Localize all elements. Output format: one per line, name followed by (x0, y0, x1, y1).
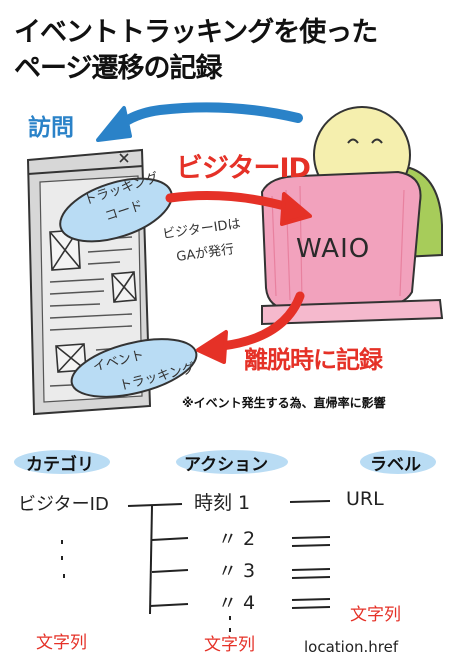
type-note-label: 文字列 (350, 605, 401, 625)
record-arrowhead (196, 330, 228, 364)
visitor-id-label: ビジターID (176, 153, 311, 184)
action-row-1: 時刻 1 (194, 492, 251, 514)
header-highlight-label (360, 450, 436, 474)
label-source: location.href (304, 638, 399, 656)
visit-label: 訪問 (28, 115, 74, 141)
tracking-code-bubble (59, 177, 173, 243)
waio-label: WAIO (296, 234, 371, 264)
image-placeholder-right (111, 271, 137, 303)
header-action: アクション (184, 455, 269, 475)
person-eye-left (347, 138, 359, 144)
header-highlight-action (176, 450, 288, 474)
visitor-id-arrow (165, 191, 297, 213)
category-value: ビジターID (18, 494, 109, 515)
event-tracking-bubble (70, 338, 198, 398)
close-icon (119, 153, 129, 163)
label-value: URL (346, 488, 384, 510)
laptop-base (261, 298, 444, 326)
record-arrow (217, 291, 305, 351)
table-connectors (61, 500, 331, 632)
visit-arrow (110, 102, 303, 135)
type-note-category: 文字列 (36, 633, 87, 653)
action-row-4: 〃 4 (218, 592, 256, 614)
visitor-id-arrowhead (280, 192, 312, 226)
page-title-line-1: イベントトラッキングを使った (14, 17, 378, 48)
header-highlight-category (14, 450, 110, 474)
person-eye-right (371, 138, 383, 144)
action-row-3: 〃 3 (218, 560, 256, 582)
record-on-exit-label: 離脱時に記録 (244, 346, 383, 374)
page-title-line-2: ページ遷移の記録 (14, 53, 222, 84)
visit-arrowhead (96, 106, 132, 142)
bounce-rate-note: ※イベント発生する為、直帰率に影響 (182, 396, 386, 410)
header-label: ラベル (370, 455, 421, 475)
header-category: カテゴリ (26, 455, 94, 475)
type-note-action: 文字列 (204, 635, 255, 655)
action-row-2: 〃 2 (218, 528, 256, 550)
